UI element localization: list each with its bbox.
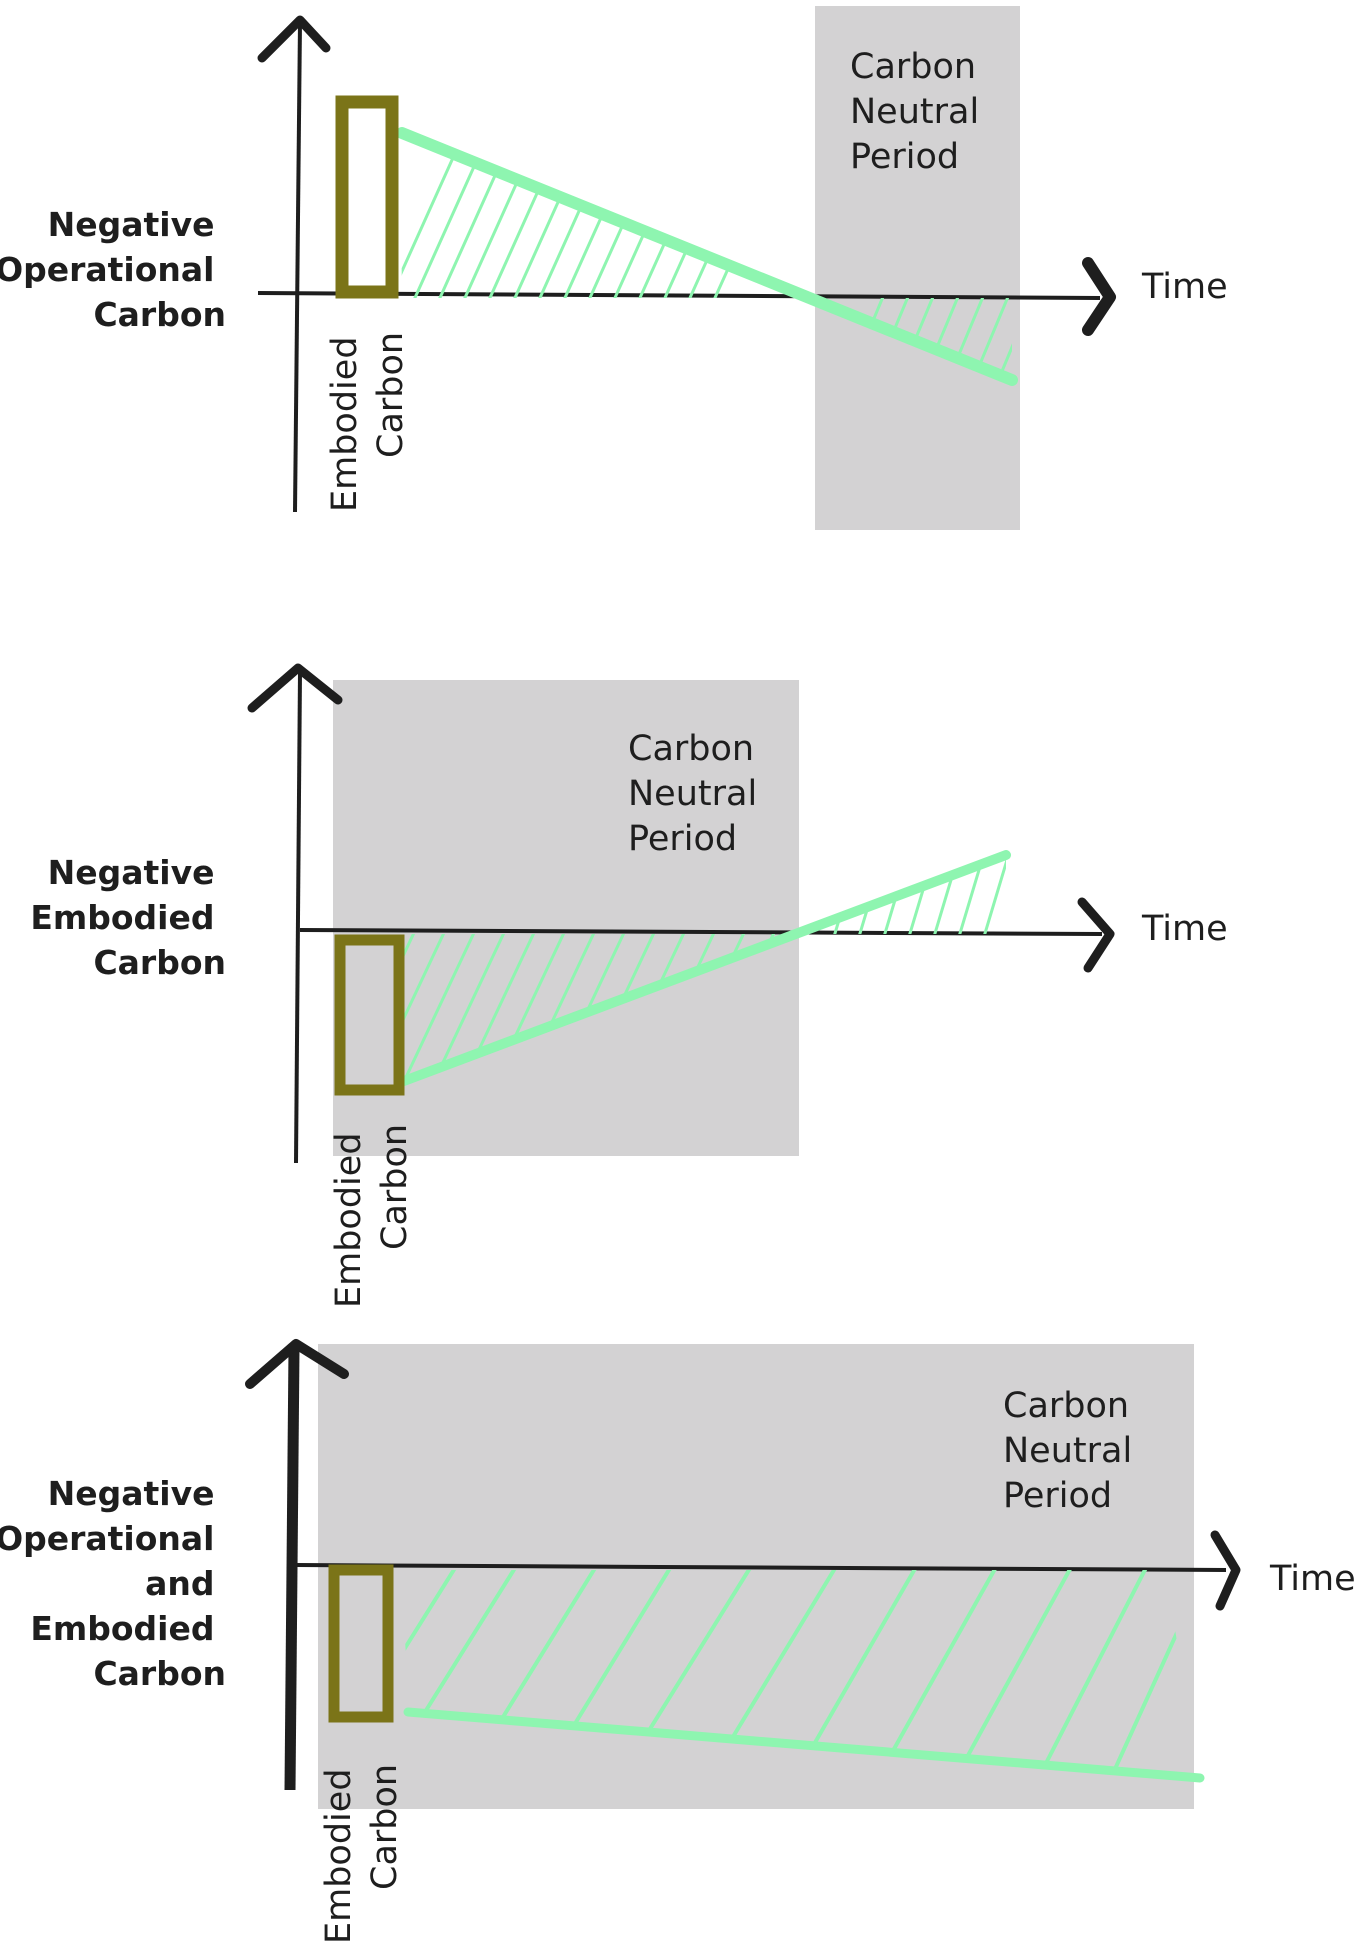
neutral-period-label: Carbon Neutral Period <box>1003 1386 1143 1516</box>
neutral-period-label: Carbon Neutral Period <box>850 47 990 177</box>
panel-negative-operational-embodied: Carbon Neutral Period Time <box>0 1339 1355 1944</box>
panel-title: Negative Operational and Embodied Carbon <box>0 1474 226 1693</box>
y-axis <box>294 671 302 1164</box>
embodied-label: Embodied Carbon <box>329 1121 415 1308</box>
carbon-neutral-period-area <box>815 6 1020 530</box>
embodied-label: Embodied Carbon <box>325 325 411 512</box>
y-axis <box>293 21 302 513</box>
arrow-head-icon <box>247 663 343 713</box>
arrow-head-icon <box>257 15 331 63</box>
embodied-label: Embodied Carbon <box>319 1757 405 1944</box>
time-label: Time <box>1141 267 1228 307</box>
neutral-period-label: Carbon Neutral Period <box>628 729 768 859</box>
panel-negative-operational: Carbon Neutral Period Time <box>0 6 1228 530</box>
carbon-neutral-period-area <box>318 1344 1194 1809</box>
panel-title: Negative Operational Carbon <box>0 205 226 334</box>
x-axis <box>299 928 1103 936</box>
arrow-head-icon <box>1210 1530 1241 1611</box>
panel-negative-embodied: Carbon Neutral Period Time <box>30 663 1228 1308</box>
arrow-head-icon <box>1082 257 1116 336</box>
y-axis <box>284 1347 300 1791</box>
embodied-carbon-bar <box>334 934 405 1096</box>
arrow-head-icon <box>245 1339 349 1389</box>
x-axis <box>295 1563 1227 1572</box>
time-label: Time <box>1141 909 1228 949</box>
time-label: Time <box>1269 1559 1355 1599</box>
operational-carbon-line <box>396 127 1018 386</box>
arrow-head-icon <box>1077 897 1115 973</box>
embodied-carbon-bar <box>328 1564 394 1723</box>
operational-carbon-line <box>399 850 1011 1086</box>
operational-carbon-line <box>403 1707 1205 1783</box>
operational-hatch <box>400 1570 1200 1778</box>
embodied-carbon-bar <box>335 95 399 299</box>
panel-title: Negative Embodied Carbon <box>30 853 226 982</box>
